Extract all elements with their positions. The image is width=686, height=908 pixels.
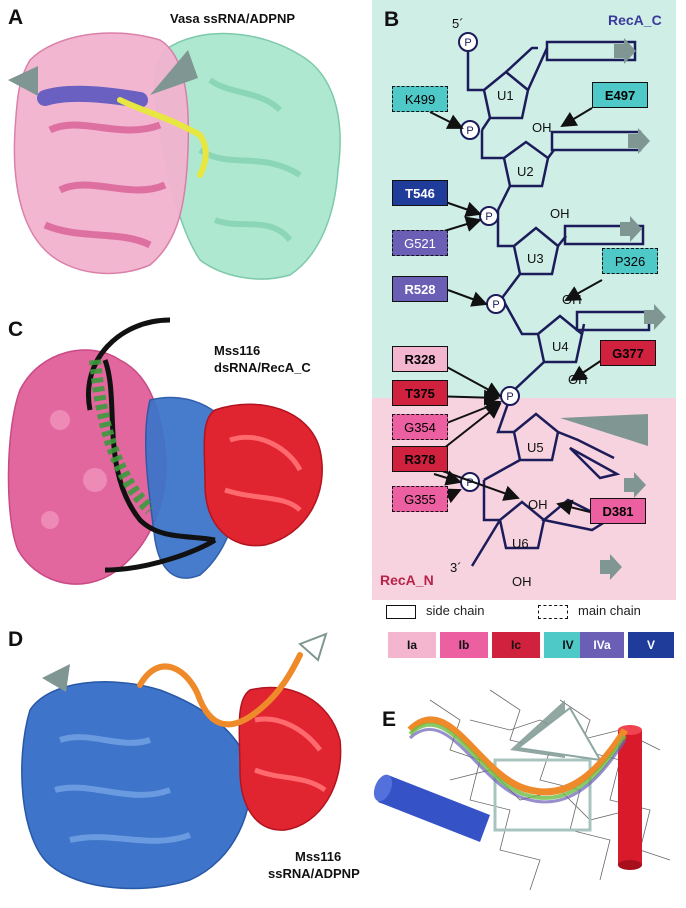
residue-K499: K499 <box>392 86 448 112</box>
legend-side-chain-label: side chain <box>426 603 485 618</box>
legend-motif-ia: Ia <box>388 632 436 658</box>
residue-T546: T546 <box>392 180 448 206</box>
legend-side-chain-swatch <box>386 605 416 619</box>
five-prime-label: 5´ <box>452 16 464 31</box>
panel-c-title-line1: Mss116 <box>214 343 261 358</box>
nucleotide-u5: U5 <box>527 440 544 455</box>
legend-main-chain-label: main chain <box>578 603 641 618</box>
legend-motif-ib: Ib <box>440 632 488 658</box>
panel-label-e: E <box>382 708 397 731</box>
legend-motif-ic: Ic <box>492 632 540 658</box>
svg-text:OH: OH <box>528 497 548 512</box>
residue-E497: E497 <box>592 82 648 108</box>
panel-d-title-line1: Mss116 <box>295 849 342 864</box>
legend-motif-iva: IVa <box>580 632 624 658</box>
panel-e-structure <box>373 689 671 891</box>
nucleotide-u2: U2 <box>517 164 534 179</box>
nucleotide-u1: U1 <box>497 88 514 103</box>
panel-c-structure <box>7 317 323 585</box>
svg-text:P: P <box>466 125 473 137</box>
legend-main-chain-swatch <box>538 605 568 619</box>
nucleotide-u3: U3 <box>527 251 544 266</box>
panel-label-c: C <box>8 318 24 341</box>
nucleotide-u6: U6 <box>512 536 529 551</box>
legend-motif-v: V <box>628 632 674 658</box>
panel-c-title-line2: dsRNA/RecA_C <box>214 360 311 375</box>
panel-label-d: D <box>8 628 24 651</box>
three-prime-label: 3´ <box>450 560 462 575</box>
svg-text:P: P <box>485 211 492 223</box>
panel-a-structure <box>8 32 341 280</box>
residue-G355: G355 <box>392 486 448 512</box>
residue-G377: G377 <box>600 340 656 366</box>
svg-text:OH: OH <box>568 372 588 387</box>
residue-G354: G354 <box>392 414 448 440</box>
residue-R328: R328 <box>392 346 448 372</box>
panel-d-title-line2: ssRNA/ADPNP <box>268 866 360 881</box>
residue-R528: R528 <box>392 276 448 302</box>
svg-text:OH: OH <box>532 120 552 135</box>
panel-label-b: B <box>384 8 400 31</box>
svg-text:OH: OH <box>550 206 570 221</box>
residue-G521: G521 <box>392 230 448 256</box>
residue-T375: T375 <box>392 380 448 406</box>
svg-text:OH: OH <box>562 292 582 307</box>
domain-recA-n-label: RecA_N <box>380 572 434 588</box>
svg-text:P: P <box>464 37 471 49</box>
residue-R378: R378 <box>392 446 448 472</box>
panel-label-a: A <box>8 6 24 29</box>
residue-P326: P326 <box>602 248 658 274</box>
domain-recA-c-label: RecA_C <box>608 12 662 28</box>
svg-text:P: P <box>466 477 473 489</box>
residue-D381: D381 <box>590 498 646 524</box>
svg-text:P: P <box>506 391 513 403</box>
svg-text:OH: OH <box>512 574 532 589</box>
svg-text:P: P <box>492 299 499 311</box>
nucleotide-u4: U4 <box>552 339 569 354</box>
panel-a-title: Vasa ssRNA/ADPNP <box>170 11 295 26</box>
blue-helix-cylinder <box>373 774 490 842</box>
panel-d-structure <box>21 632 342 890</box>
